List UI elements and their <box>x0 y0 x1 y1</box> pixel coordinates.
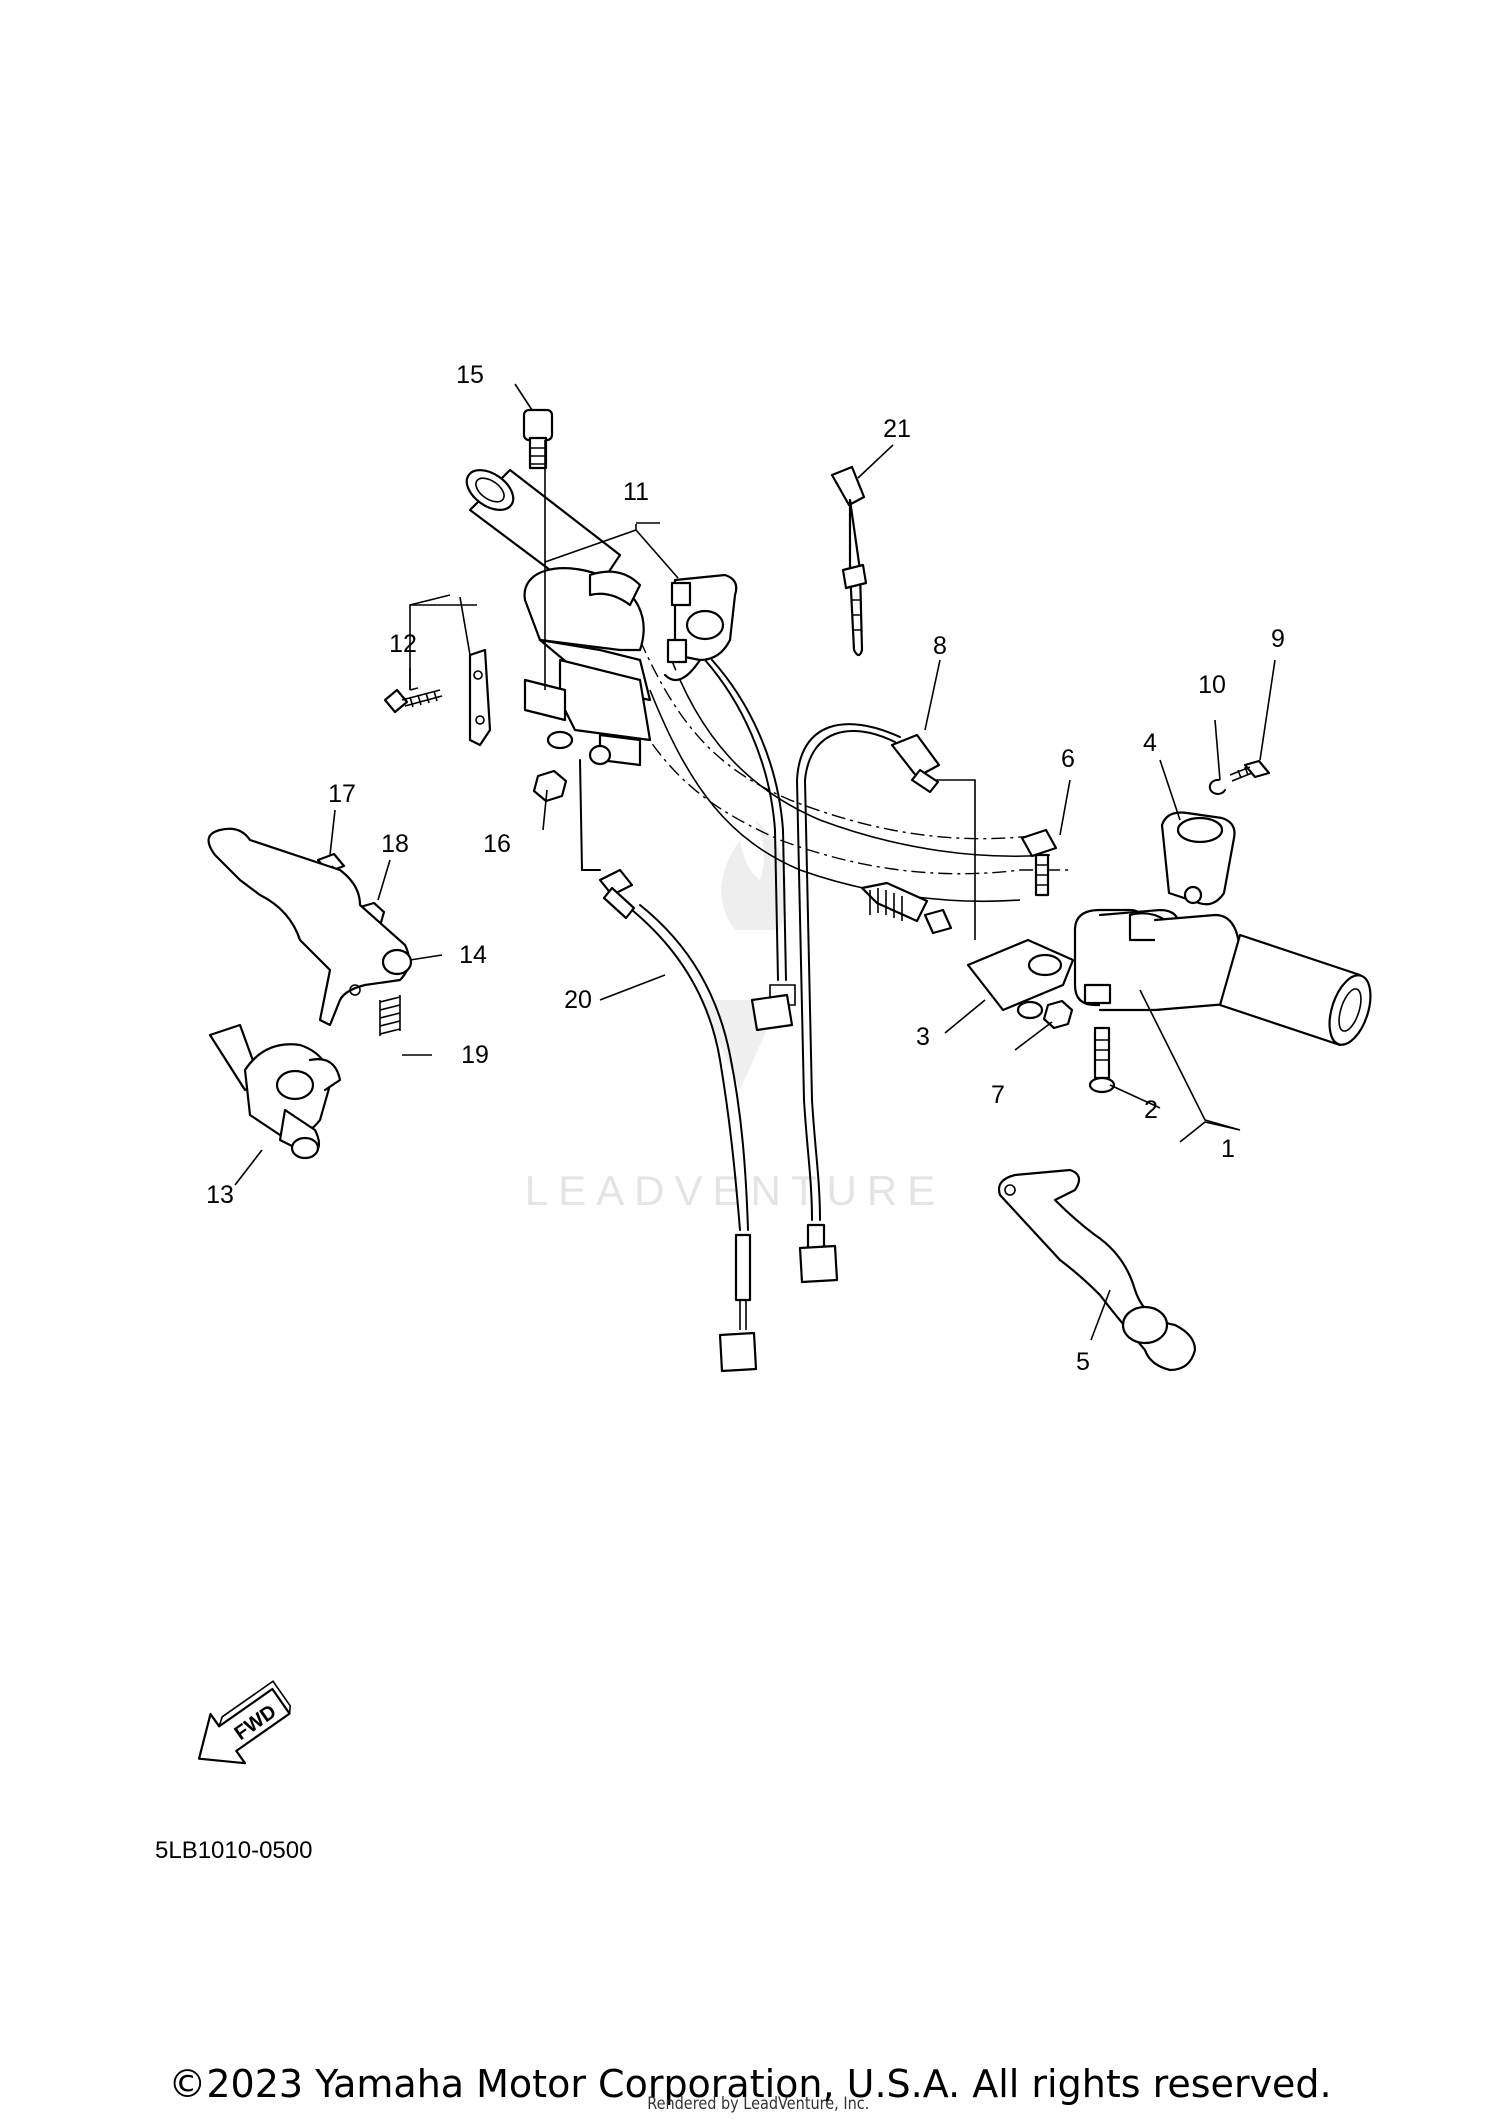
bolt-2 <box>1088 1026 1116 1094</box>
brake-lever <box>997 1168 1197 1372</box>
fwd-direction-badge: FWD <box>197 1680 292 1765</box>
rendered-by-notice: Rendered by LeadVenture, Inc. <box>647 2094 870 2114</box>
lever-holder <box>208 1023 342 1160</box>
brake-switch <box>795 723 976 1284</box>
label-14: 14 <box>459 941 487 969</box>
label-9: 9 <box>1271 625 1285 653</box>
label-7: 7 <box>991 1081 1005 1109</box>
label-13: 13 <box>206 1181 234 1209</box>
screw-9 <box>1229 759 1271 782</box>
pivot-plate <box>966 938 1075 1020</box>
part-labels: 15 11 21 12 8 9 10 4 6 17 16 18 14 20 3 … <box>206 361 1285 1376</box>
bolt-6 <box>1020 828 1058 897</box>
spring-19 <box>379 995 401 1036</box>
master-cylinder-holder <box>1160 811 1236 906</box>
clutch-switch-wire <box>579 759 758 1373</box>
label-20: 20 <box>564 986 592 1014</box>
bolt-15 <box>522 408 554 470</box>
label-17: 17 <box>328 780 356 808</box>
master-cylinder <box>1073 908 1372 1047</box>
clamp-bracket <box>468 648 492 747</box>
circlip-10 <box>1208 778 1226 795</box>
nut-7 <box>1042 999 1074 1030</box>
label-1: 1 <box>1221 1135 1235 1163</box>
label-21: 21 <box>883 415 911 443</box>
label-3: 3 <box>916 1023 930 1051</box>
label-4: 4 <box>1143 729 1157 757</box>
handlebar <box>599 639 1070 903</box>
label-8: 8 <box>933 632 947 660</box>
brake-adjuster <box>860 881 953 935</box>
label-2: 2 <box>1144 1096 1158 1124</box>
watermark-text: LEADVENTURE <box>525 1167 945 1214</box>
label-15: 15 <box>456 361 484 389</box>
switch-cable <box>704 659 796 1032</box>
left-switch-assembly <box>523 567 738 767</box>
label-10: 10 <box>1198 671 1226 699</box>
nut-16 <box>532 769 568 803</box>
diagram-code: 5LB1010-0500 <box>155 1837 312 1864</box>
label-19: 19 <box>461 1041 489 1069</box>
label-6: 6 <box>1061 745 1075 773</box>
leader-lines <box>234 383 1276 1341</box>
label-11: 11 <box>623 478 649 506</box>
label-18: 18 <box>381 830 409 858</box>
label-5: 5 <box>1076 1348 1090 1376</box>
cable-tie <box>830 465 868 657</box>
copyright-notice: ©2023 Yamaha Motor Corporation, U.S.A. A… <box>168 2062 1332 2106</box>
clutch-lever <box>207 827 413 1027</box>
label-16: 16 <box>483 830 511 858</box>
watermark: LEADVENTURE <box>525 820 945 1214</box>
screw-12 <box>383 688 443 714</box>
label-12: 12 <box>389 630 417 658</box>
